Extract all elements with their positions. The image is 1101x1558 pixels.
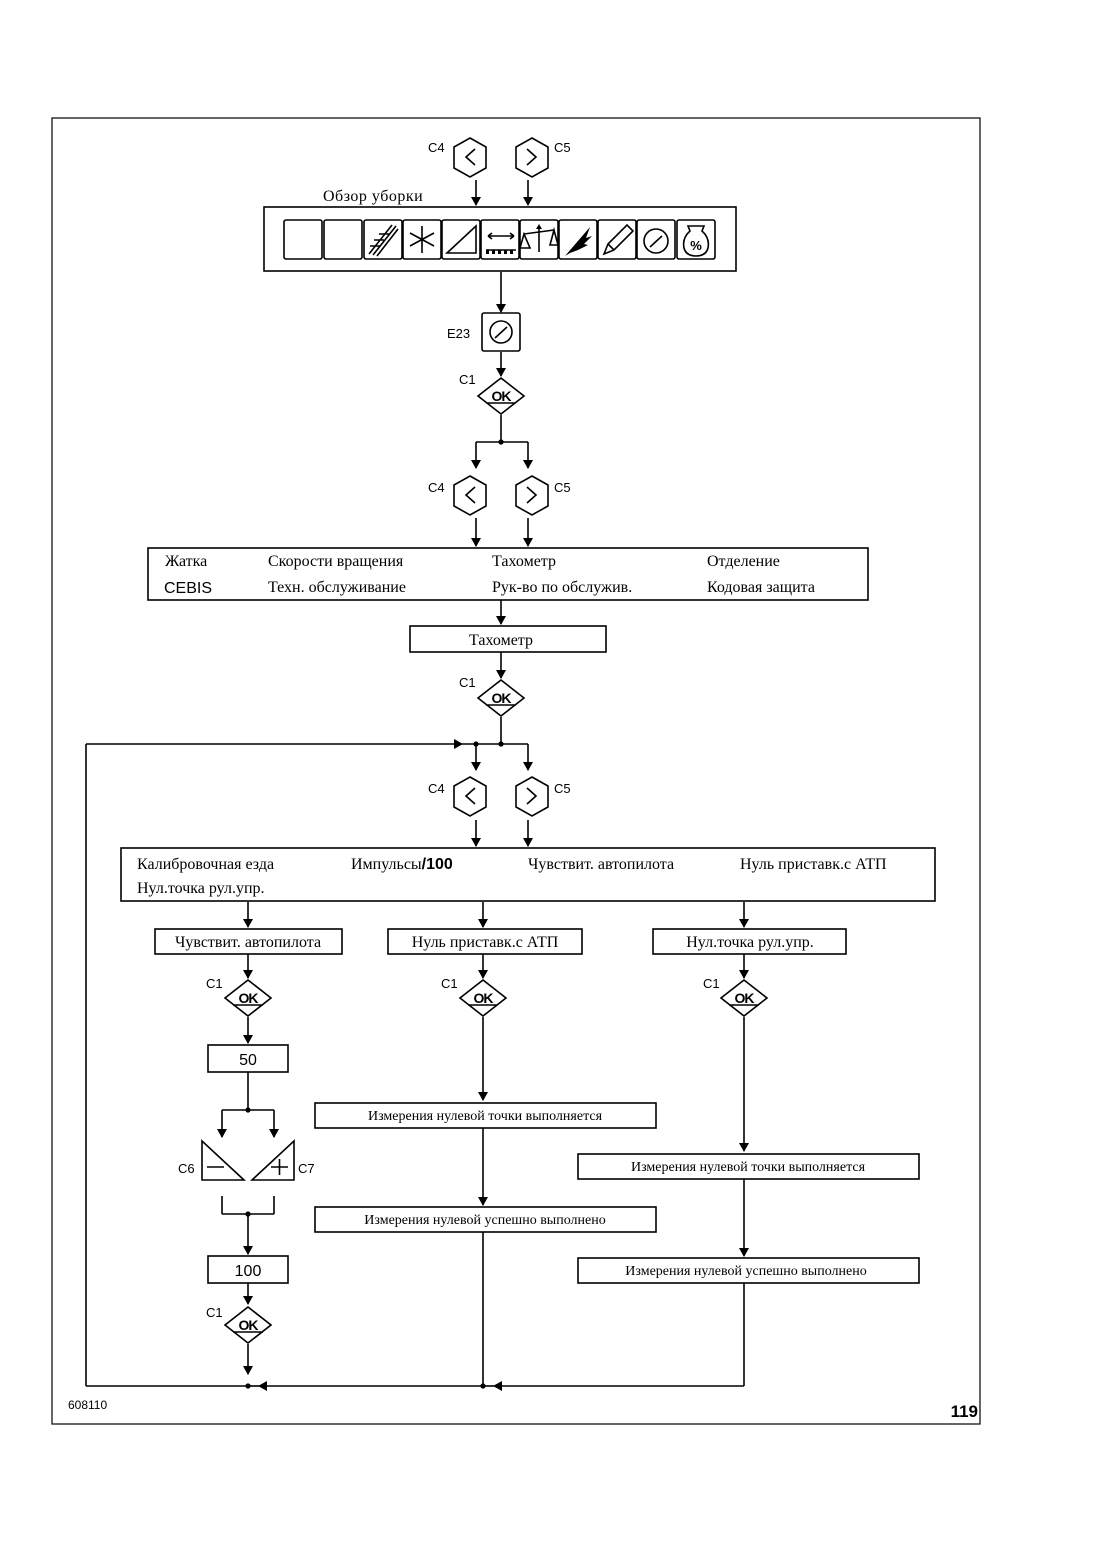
- right-branch-title: Нул.точка рул.упр.: [686, 934, 814, 951]
- box-steering-zero: [652, 928, 847, 955]
- menu-item-code-lock[interactable]: Кодовая защита: [707, 579, 815, 596]
- menu-item-separation[interactable]: Отделение: [707, 553, 780, 570]
- svg-text:OK: OK: [474, 990, 494, 1006]
- label-c1-left-2: C1: [206, 1305, 223, 1320]
- menu-item-speeds[interactable]: Скорости вращения: [268, 553, 404, 570]
- menu-item-calibration[interactable]: Калибровочная езда: [137, 856, 274, 873]
- page-frame: [51, 117, 981, 1425]
- tachometer-menu: Калибровочная езда Импульсы/100 Чувствит…: [137, 856, 887, 897]
- svg-text:OK: OK: [492, 388, 512, 404]
- header-stripes-icon[interactable]: [363, 219, 403, 260]
- label-c5-2: C5: [554, 480, 571, 495]
- percent-bag-icon[interactable]: %: [676, 219, 716, 260]
- label-c1-1: C1: [459, 372, 476, 387]
- menu-item-header[interactable]: Жатка: [165, 553, 207, 570]
- menu-item-service-guide[interactable]: Рук-во по обслужив.: [492, 579, 632, 596]
- key-c4-top[interactable]: [453, 137, 487, 178]
- label-c1-left: C1: [206, 976, 223, 991]
- svg-text:%: %: [690, 238, 702, 253]
- label-c4-top: C4: [428, 140, 445, 155]
- value-box-50: [207, 1044, 289, 1073]
- ok-button-left[interactable]: OK: [223, 978, 273, 1018]
- label-c4-2: C4: [428, 480, 445, 495]
- status-box-middle-2: [314, 1206, 657, 1233]
- figure-id: 608110: [68, 1398, 107, 1412]
- right-status-measuring: Измерения нулевой точки выполняется: [631, 1160, 866, 1175]
- svg-text:OK: OK: [239, 1317, 259, 1333]
- label-c1-right: C1: [703, 976, 720, 991]
- pencil-icon[interactable]: [597, 219, 637, 260]
- main-menu: Жатка Скорости вращения Тахометр Отделен…: [164, 553, 815, 597]
- label-c1-middle: C1: [441, 976, 458, 991]
- status-box-right-2: [577, 1257, 920, 1284]
- ok-button-left-2[interactable]: OK: [223, 1305, 273, 1345]
- middle-branch-title: Нуль приставк.с АТП: [412, 934, 559, 951]
- overview-title: Обзор уборки: [323, 188, 423, 205]
- plus-key-c7[interactable]: [249, 1139, 295, 1181]
- menu-item-autopilot-sensitivity[interactable]: Чувствит. автопилота: [528, 856, 674, 873]
- middle-status-done: Измерения нулевой успешно выполнено: [364, 1213, 605, 1228]
- menu-item-cebis[interactable]: CEBIS: [164, 580, 212, 597]
- menu-item-impulses[interactable]: Импульсы/100: [351, 856, 453, 873]
- label-e23: E23: [447, 326, 470, 341]
- ok-button-middle[interactable]: OK: [458, 978, 508, 1018]
- main-menu-panel: [147, 547, 869, 601]
- label-c4-3: C4: [428, 781, 445, 796]
- key-c5-3[interactable]: [515, 776, 549, 817]
- page-number: 119: [951, 1402, 978, 1421]
- key-c5-2[interactable]: [515, 475, 549, 516]
- grain-ear-icon[interactable]: [558, 219, 598, 260]
- menu-item-steering-zero[interactable]: Нул.точка рул.упр.: [137, 880, 265, 897]
- tachometer-menu-panel: [120, 847, 936, 902]
- minus-key-c6[interactable]: [201, 1139, 247, 1181]
- label-c5-3: C5: [554, 781, 571, 796]
- middle-status-measuring: Измерения нулевой точки выполняется: [368, 1109, 603, 1124]
- svg-text:OK: OK: [492, 690, 512, 706]
- empty-slot-1: [283, 219, 323, 260]
- tachometer-icon[interactable]: [636, 219, 676, 260]
- svg-text:OK: OK: [735, 990, 755, 1006]
- selected-tachometer: Тахометр: [469, 632, 533, 649]
- box-attachment-zero: [387, 928, 583, 955]
- scales-icon[interactable]: [518, 219, 560, 260]
- empty-slot-2: [323, 219, 363, 260]
- right-status-done: Измерения нулевой успешно выполнено: [625, 1264, 866, 1279]
- selected-box-tachometer: [409, 625, 607, 653]
- label-c5-top: C5: [554, 140, 571, 155]
- status-box-middle-1: [314, 1102, 657, 1129]
- ok-button-2[interactable]: OK: [476, 678, 526, 718]
- key-c5-top[interactable]: [515, 137, 549, 178]
- asterisk-icon[interactable]: [402, 219, 442, 260]
- menu-item-maintenance[interactable]: Техн. обслуживание: [268, 579, 406, 596]
- box-autopilot-sensitivity: [154, 928, 343, 955]
- value-before: 50: [239, 1052, 257, 1069]
- status-box-right-1: [577, 1153, 920, 1180]
- left-branch-title: Чувствит. автопилота: [175, 934, 321, 951]
- ok-button-right[interactable]: OK: [719, 978, 769, 1018]
- ok-button-1[interactable]: OK: [476, 376, 526, 416]
- key-c4-3[interactable]: [453, 776, 487, 817]
- label-c7: C7: [298, 1161, 315, 1176]
- menu-item-tachometer[interactable]: Тахометр: [492, 553, 556, 570]
- width-measure-icon[interactable]: [480, 219, 520, 260]
- svg-text:OK: OK: [239, 990, 259, 1006]
- menu-item-attachment-zero[interactable]: Нуль приставк.с АТП: [740, 856, 887, 873]
- label-c1-2: C1: [459, 675, 476, 690]
- tachometer-key-e23[interactable]: [481, 312, 521, 352]
- overview-icon-bar: %: [283, 219, 716, 260]
- slope-icon[interactable]: [441, 219, 481, 260]
- label-c6: C6: [178, 1161, 195, 1176]
- key-c4-2[interactable]: [453, 475, 487, 516]
- value-after: 100: [235, 1263, 262, 1280]
